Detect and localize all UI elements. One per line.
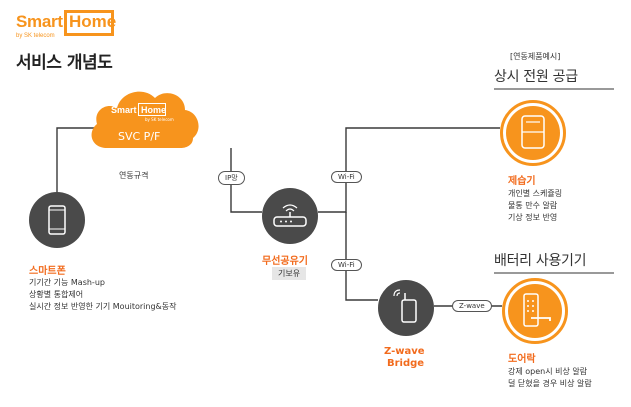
dehumidifier-icon: [521, 115, 545, 149]
logo-subtext: by SK telecom: [16, 33, 55, 39]
doorlock-desc-1: 강제 open시 비상 알람: [508, 367, 588, 376]
smartphone-node: [29, 192, 85, 248]
dehumidifier-node: [506, 106, 560, 160]
bottom-section-caption: 배터리 사용기기: [494, 253, 587, 269]
edge-label-wifi-bottom: Wi-Fi: [331, 259, 362, 271]
edge-label-zwave: Z-wave: [452, 300, 492, 312]
edge-router-bridge: [345, 212, 378, 301]
dehumidifier-desc-2: 물통 만수 알람: [508, 201, 558, 210]
cloud-logo-smart: Smart: [111, 105, 137, 115]
bottom-section-underline: [494, 272, 614, 274]
cloud-logo-bracket: [138, 103, 166, 116]
logo-bracket: [64, 10, 114, 36]
top-section-underline: [494, 88, 614, 90]
edge-label-wifi-top: Wi-Fi: [331, 171, 362, 183]
dehumidifier-ring: [500, 100, 566, 166]
smartphone-label: 스마트폰: [29, 266, 66, 277]
dehumidifier-label: 제습기: [508, 176, 536, 187]
section-tag: [연동제품예시]: [510, 52, 561, 61]
cloud-logo-sub: by SK telecom: [145, 117, 174, 122]
smartphone-desc-3: 실시간 정보 반영한 기기 Mouitoring&동작: [29, 302, 177, 311]
cloud-icon: [91, 91, 199, 148]
smartphone-icon: [48, 205, 66, 235]
top-section-caption: 상시 전원 공급: [494, 69, 578, 85]
smartphone-desc-1: 기기간 기능 Mash-up: [29, 278, 105, 287]
dehumidifier-desc-1: 개인별 스케쥴링: [508, 189, 563, 198]
router-badge: 기보유: [272, 267, 307, 280]
cloud-logo-home: Home: [141, 105, 167, 115]
doorlock-label: 도어락: [508, 354, 536, 365]
bridge-icon: [393, 289, 417, 323]
router-icon: [273, 204, 307, 227]
bridge-label-line1: Z-wave: [384, 346, 425, 357]
doorlock-icon: [523, 293, 551, 327]
cloud-caption: 연동규격: [119, 171, 149, 180]
edge-cloud-router: [230, 148, 262, 213]
edge-phone-cloud: [56, 127, 97, 198]
edge-router-dehumidifier: [318, 127, 500, 213]
edge-label-ip: IP망: [218, 171, 245, 185]
doorlock-node: [508, 284, 562, 338]
logo-home-text: Home: [69, 12, 117, 31]
page-title: 서비스 개념도: [16, 53, 113, 73]
doorlock-ring: [502, 278, 568, 344]
logo-smart-text: Smart: [16, 12, 63, 31]
dehumidifier-desc-3: 기상 정보 반영: [508, 213, 558, 222]
bridge-node: [378, 280, 434, 336]
router-label: 무선공유기: [262, 256, 308, 267]
doorlock-desc-2: 덜 닫혔을 경우 비상 알람: [508, 379, 592, 388]
cloud-label: SVC P/F: [118, 130, 161, 143]
smartphone-desc-2: 상황별 통합제어: [29, 290, 84, 299]
bridge-label-line2: Bridge: [387, 358, 425, 369]
